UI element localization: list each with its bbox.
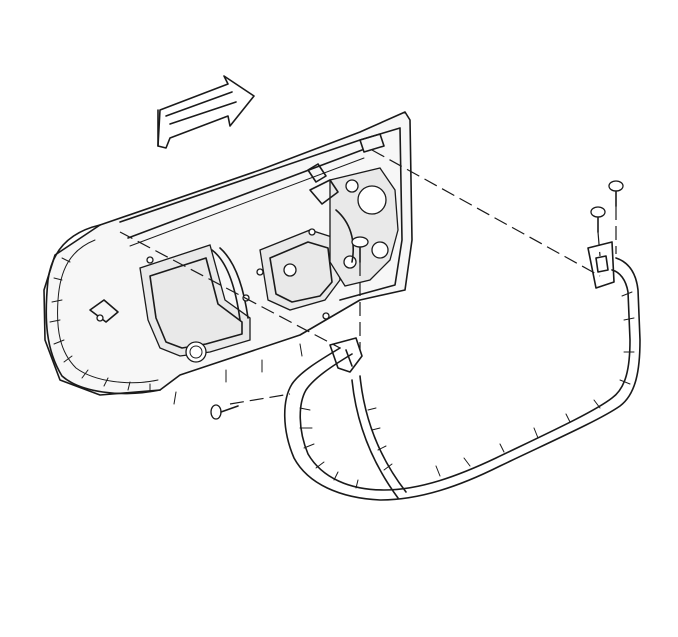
retainer-pin-panel [351,236,369,350]
alignment-lines [119,149,601,405]
door-inner-panel [43,111,413,396]
arrow-forward-icon [157,75,255,149]
retainer-pin-lower [210,404,239,420]
retainer-pin-upper-1 [590,206,606,257]
push-pin-retainer [210,180,624,420]
door-weatherstrip [283,241,641,501]
retainer-pin-upper-2 [608,180,624,254]
panel-openings [139,133,399,405]
